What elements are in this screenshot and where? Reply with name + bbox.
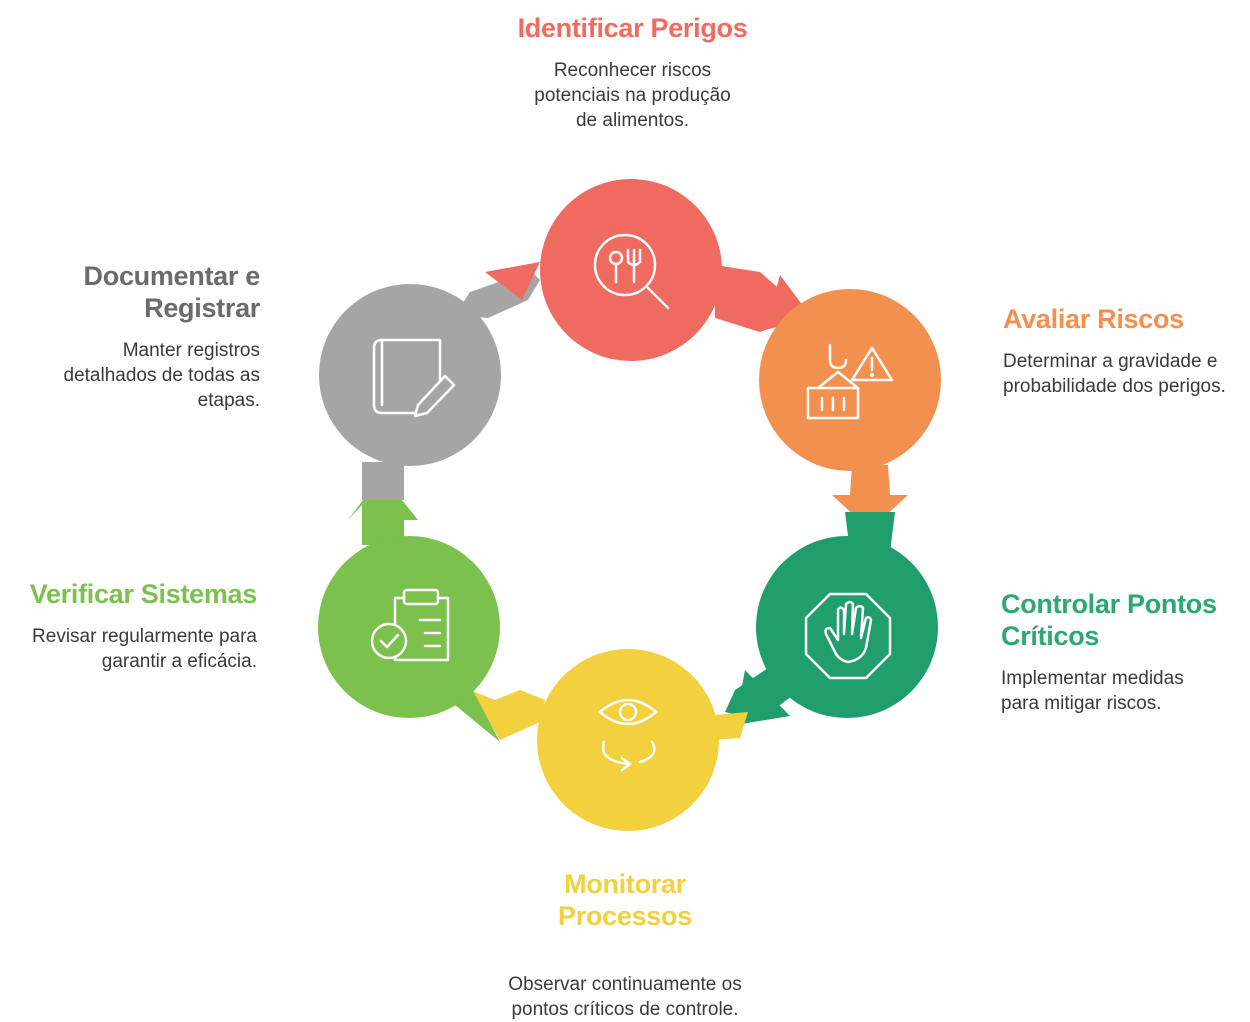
evaluate-label: Avaliar Riscos Determinar a gravidade e … [1003, 303, 1243, 399]
control-description: Implementar medidas para mitigar riscos. [1001, 668, 1184, 714]
monitor-label: Monitorar Processos Observar continuamen… [500, 868, 750, 1022]
document-node [319, 284, 501, 466]
book-pencil-icon [372, 338, 456, 418]
control-title: Controlar Pontos Críticos [1001, 589, 1217, 651]
identify-node [540, 179, 722, 361]
identify-title: Identificar Perigos [517, 13, 748, 43]
cargo-warning-icon [806, 343, 894, 420]
document-label: Documentar e Registrar Manter registros … [20, 260, 261, 413]
connector-document-to-identify [455, 262, 540, 318]
verify-node [318, 536, 500, 718]
monitor-title: Monitorar Processos [558, 869, 692, 931]
identify-description: Reconhecer riscos potenciais na produção… [534, 60, 731, 131]
control-label: Controlar Pontos Críticos Implementar me… [1001, 588, 1231, 716]
verify-title: Verificar Sistemas [29, 579, 258, 609]
eye-cycle-icon [598, 698, 658, 772]
clipboard-check-icon [370, 588, 450, 662]
monitor-node [537, 649, 719, 831]
monitor-description: Observar continuamente os pontos crítico… [508, 974, 742, 1020]
verify-description: Revisar regularmente para garantir a efi… [32, 626, 257, 672]
connector-monitor-to-verify [455, 685, 545, 742]
evaluate-description: Determinar a gravidade e probabilidade d… [1003, 351, 1226, 397]
connector-verify-to-document [348, 462, 418, 545]
document-title: Documentar e Registrar [83, 261, 261, 323]
identify-label: Identificar Perigos Reconhecer riscos po… [480, 12, 785, 133]
control-node [756, 536, 938, 718]
evaluate-title: Avaliar Riscos [1003, 304, 1184, 334]
verify-label: Verificar Sistemas Revisar regularmente … [5, 578, 258, 674]
document-description: Manter registros detalhados de todas as … [63, 340, 261, 411]
food-search-icon [593, 233, 670, 310]
stop-hand-icon [804, 592, 892, 680]
